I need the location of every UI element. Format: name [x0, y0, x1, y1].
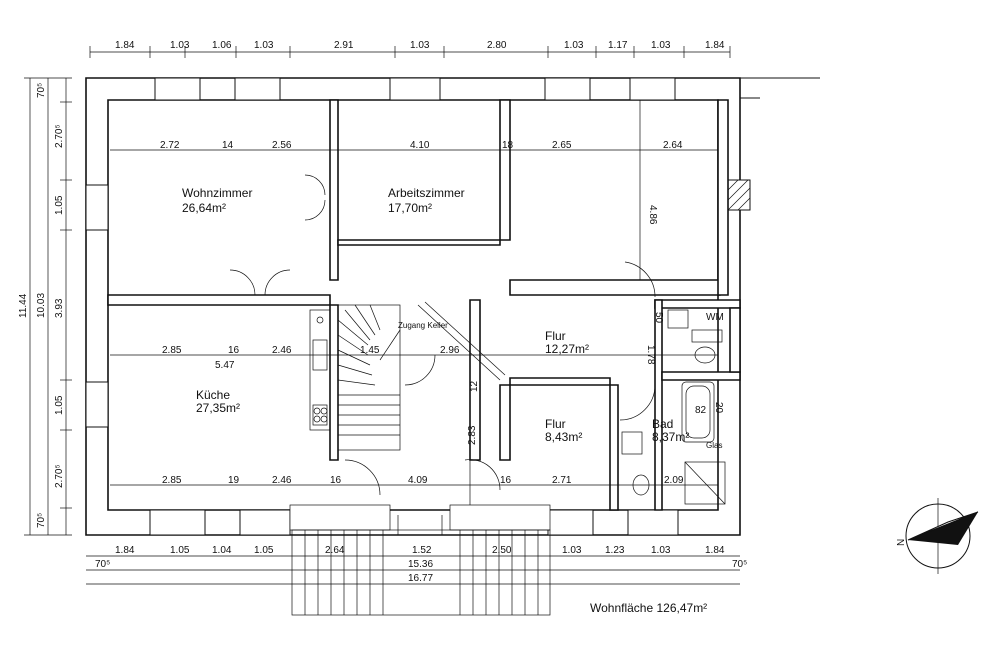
dim-bottom-8: 1.03 — [562, 545, 582, 556]
dim-k2-b: 19 — [228, 475, 240, 486]
dim-left-1: 70⁵ — [36, 83, 47, 98]
entrance-steps — [289, 504, 551, 616]
compass-icon: N — [896, 498, 979, 574]
dim-bottom-7: 2.50 — [492, 545, 512, 556]
dim-top-10: 1.03 — [651, 40, 671, 51]
room-name-arbeitszimmer: Arbeitszimmer — [388, 186, 465, 200]
dim-k2-a: 2.85 — [162, 475, 182, 486]
dim-bottom-6: 1.52 — [412, 545, 432, 556]
dim-bottom-row2-2: 15.36 — [408, 559, 433, 570]
dim-arb-a: 4.10 — [410, 140, 430, 151]
dim-r3-a: 2.65 — [552, 140, 572, 151]
dim-top-5: 2.91 — [334, 40, 354, 51]
dim-left-2: 2.70⁵ — [54, 124, 65, 148]
dim-wohn-b: 14 — [222, 140, 234, 151]
dim-bottom-2: 1.05 — [170, 545, 190, 556]
dim-top-8: 1.03 — [564, 40, 584, 51]
dim-top-9: 1.17 — [608, 40, 628, 51]
dim-top-4: 1.03 — [254, 40, 274, 51]
dim-bad-c: 1.78 — [645, 345, 656, 365]
dim-flur-h: 2.83 — [467, 425, 478, 445]
room-name-wohnzimmer: Wohnzimmer — [182, 186, 252, 200]
bottom-dimension-chain: 1.84 1.05 1.04 1.05 2.64 1.52 2.50 1.03 … — [86, 545, 747, 585]
doors — [229, 174, 656, 496]
dim-flur-w: 12 — [469, 380, 480, 392]
dim-wohn-c: 2.56 — [272, 140, 292, 151]
north-label: N — [896, 539, 907, 546]
dim-left-total: 11.44 — [18, 293, 29, 318]
room-name-flur-1: Flur — [545, 329, 566, 343]
dim-wm-b: 20 — [713, 402, 724, 414]
dim-bad-a: 82 — [695, 405, 707, 416]
dim-bottom-1: 1.84 — [115, 545, 135, 556]
room-area-wohnzimmer: 26,64m² — [182, 201, 226, 215]
dim-bottom-row2-1: 70⁵ — [95, 559, 110, 570]
dim-st-b: 2.96 — [440, 345, 460, 356]
dim-wohn-a: 2.72 — [160, 140, 180, 151]
dim-k2-d: 16 — [330, 475, 342, 486]
dim-r3-h: 4.86 — [647, 205, 658, 225]
interior-walls — [107, 99, 741, 511]
label-zugang-keller: Zugang Keller — [398, 321, 448, 330]
dim-k2-c: 2.46 — [272, 475, 292, 486]
room-area-bad: 8,37m² — [652, 430, 689, 444]
dim-left-3: 1.05 — [54, 195, 65, 215]
dim-top-1: 1.84 — [115, 40, 135, 51]
dim-bottom-9: 1.23 — [605, 545, 625, 556]
dim-bottom-row2-3: 70⁵ — [732, 559, 747, 570]
dim-top-2: 1.03 — [170, 40, 190, 51]
dim-bottom-10: 1.03 — [651, 545, 671, 556]
room-name-flur-2: Flur — [545, 417, 566, 431]
bathroom-fixtures — [621, 309, 726, 505]
dim-top-7: 2.80 — [487, 40, 507, 51]
dim-k-c: 2.46 — [272, 345, 292, 356]
room-name-kueche: Küche — [196, 388, 230, 402]
dim-left-5: 1.05 — [54, 395, 65, 415]
room-name-wm: WM — [706, 312, 724, 323]
outer-walls — [85, 77, 820, 536]
dim-bottom-4: 1.05 — [254, 545, 274, 556]
left-dimension-chain: 70⁵ 2.70⁵ 1.05 3.93 1.05 2.70⁵ 70⁵ 11.44… — [18, 77, 72, 536]
dim-bottom-3: 1.04 — [212, 545, 232, 556]
dim-top-11: 1.84 — [705, 40, 725, 51]
dim-k-a: 2.85 — [162, 345, 182, 356]
dim-bottom-total: 16.77 — [408, 573, 433, 584]
room-area-flur-2: 8,43m² — [545, 430, 582, 444]
dim-wm-a: 50 — [653, 312, 664, 324]
dim-bottom-11: 1.84 — [705, 545, 725, 556]
dim-left-6: 2.70⁵ — [54, 464, 65, 488]
kitchen-counter — [309, 309, 331, 431]
room-area-kueche: 27,35m² — [196, 401, 240, 415]
dim-top-3: 1.06 — [212, 40, 232, 51]
room-labels: Wohnzimmer 26,64m² Arbeitszimmer 17,70m²… — [182, 186, 724, 450]
dim-r3-b: 2.64 — [663, 140, 683, 151]
dim-bottom-5: 2.64 — [325, 545, 345, 556]
dim-st-a: 1.45 — [360, 345, 380, 356]
room-area-arbeitszimmer: 17,70m² — [388, 201, 432, 215]
dim-top-6: 1.03 — [410, 40, 430, 51]
dim-arb-b: 18 — [502, 140, 514, 151]
top-dimension-chain: 1.84 1.03 1.06 1.03 2.91 1.03 2.80 1.03 … — [89, 40, 731, 58]
dim-f-b: 16 — [500, 475, 512, 486]
interior-dimension-lines — [110, 100, 718, 510]
interior-dimension-labels: 2.72 14 2.56 4.10 18 2.65 2.64 4.86 2.85… — [160, 140, 724, 486]
dim-f-a: 4.09 — [408, 475, 428, 486]
room-area-flur-1: 12,27m² — [545, 342, 589, 356]
label-glas: Glas — [706, 441, 722, 450]
staircase — [337, 301, 506, 451]
dim-k-b: 16 — [228, 345, 240, 356]
dim-f-c: 2.71 — [552, 475, 572, 486]
dim-left-4: 3.93 — [54, 298, 65, 318]
dim-k-mid: 5.47 — [215, 360, 235, 371]
dim-bad-b: 2.09 — [664, 475, 684, 486]
dim-left-7: 70⁵ — [36, 513, 47, 528]
dim-left-inner: 10.03 — [36, 293, 47, 318]
total-living-area: Wohnfläche 126,47m² — [590, 601, 707, 615]
room-name-bad: Bad — [652, 417, 673, 431]
